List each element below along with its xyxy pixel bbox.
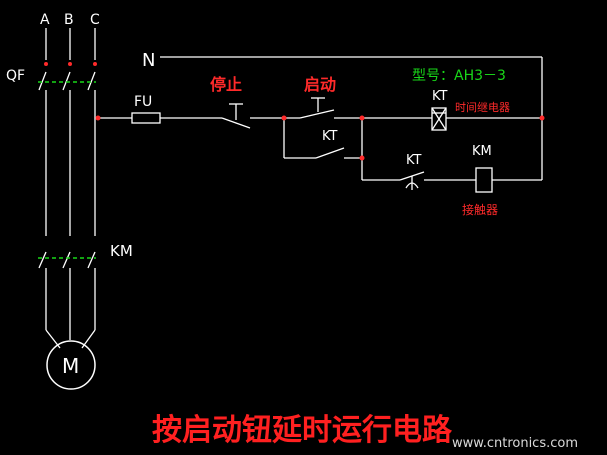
label-km-main: KM (110, 242, 133, 260)
wires (38, 28, 543, 349)
label-fuse: FU (134, 94, 152, 110)
watermark: www.cntronics.com (452, 436, 578, 451)
label-phase-c: C (90, 12, 100, 28)
label-start: 启动 (304, 75, 336, 94)
label-relay-name: 时间继电器 (455, 101, 510, 114)
fuse-symbol (131, 112, 161, 124)
label-qf: QF (6, 68, 25, 84)
label-kt-contact-1: KT (322, 129, 338, 144)
label-contactor-name: 接触器 (462, 202, 498, 217)
label-model: 型号：AH3－3 (412, 68, 506, 84)
label-kt-contact-2: KT (406, 153, 422, 168)
label-km-coil: KM (472, 144, 492, 159)
junction-nodes (44, 62, 545, 161)
label-neutral: N (142, 50, 155, 71)
motor-symbol (46, 340, 96, 390)
label-phase-b: B (64, 12, 74, 28)
label-motor: M (62, 354, 79, 378)
label-stop: 停止 (210, 75, 242, 94)
label-phase-a: A (40, 12, 50, 28)
label-kt-coil: KT (432, 89, 448, 104)
diagram-title: 按启动钮延时运行电路 (152, 413, 453, 448)
